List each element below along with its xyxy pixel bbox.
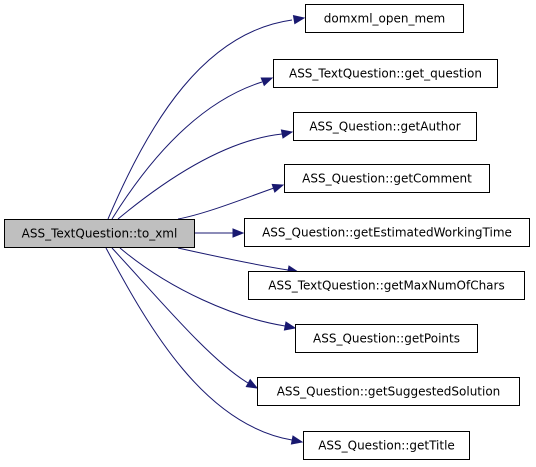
arrowhead-icon — [292, 15, 306, 25]
arrowhead-icon — [245, 378, 259, 389]
callee-node-get-estimated-working-time[interactable]: ASS_Question::getEstimatedWorkingTime — [244, 218, 530, 247]
callee-node-label: ASS_Question::getSuggestedSolution — [277, 385, 501, 399]
arrowhead-icon — [280, 129, 294, 139]
root-node[interactable]: ASS_TextQuestion::to_xml — [4, 219, 195, 248]
callee-node-get-question[interactable]: ASS_TextQuestion::get_question — [273, 59, 498, 88]
root-node-label: ASS_TextQuestion::to_xml — [22, 227, 178, 241]
callee-node-get-points[interactable]: ASS_Question::getPoints — [295, 324, 478, 353]
arrowhead-icon — [271, 183, 285, 193]
callee-node-get-author[interactable]: ASS_Question::getAuthor — [293, 112, 477, 141]
root-node-box — [4, 219, 195, 248]
callee-node-box — [305, 4, 464, 33]
callee-node-box — [248, 271, 525, 300]
call-edge — [119, 247, 286, 327]
callee-node-label: ASS_TextQuestion::getMaxNumOfChars — [268, 279, 504, 293]
arrowhead-icon — [290, 435, 304, 445]
call-edge — [105, 247, 293, 441]
callee-node-label: ASS_Question::getComment — [302, 172, 472, 186]
callee-node-label: ASS_Question::getPoints — [313, 332, 460, 346]
callee-node-box — [293, 112, 477, 141]
arrowhead-icon — [232, 228, 245, 238]
call-edge — [177, 187, 275, 220]
callee-node-label: ASS_Question::getAuthor — [309, 120, 460, 134]
callee-node-get-suggested-solution[interactable]: ASS_Question::getSuggestedSolution — [257, 377, 520, 406]
callee-node-get-comment[interactable]: ASS_Question::getComment — [284, 164, 490, 193]
callee-node-box — [284, 164, 490, 193]
callee-node-label: domxml_open_mem — [324, 12, 445, 26]
call-edge — [107, 19, 293, 220]
arrowhead-icon — [283, 321, 297, 331]
callee-node-box — [295, 324, 478, 353]
call-edges — [105, 15, 306, 445]
call-edge — [117, 133, 283, 220]
call-edge — [177, 247, 289, 271]
callee-node-domxml-open-mem[interactable]: domxml_open_mem — [305, 4, 464, 33]
arrowhead-icon — [260, 77, 274, 87]
callee-node-label: ASS_Question::getEstimatedWorkingTime — [262, 226, 512, 240]
callee-node-get-max-num-of-chars[interactable]: ASS_TextQuestion::getMaxNumOfChars — [248, 271, 525, 300]
call-edge — [111, 247, 249, 384]
callee-node-box — [303, 431, 470, 460]
callee-node-box — [244, 218, 530, 247]
callee-node-box — [273, 59, 498, 88]
callee-node-label: ASS_TextQuestion::get_question — [289, 67, 482, 81]
callee-node-label: ASS_Question::getTitle — [318, 439, 455, 453]
callee-node-box — [257, 377, 520, 406]
call-edge — [111, 81, 263, 220]
callee-node-get-title[interactable]: ASS_Question::getTitle — [303, 431, 470, 460]
